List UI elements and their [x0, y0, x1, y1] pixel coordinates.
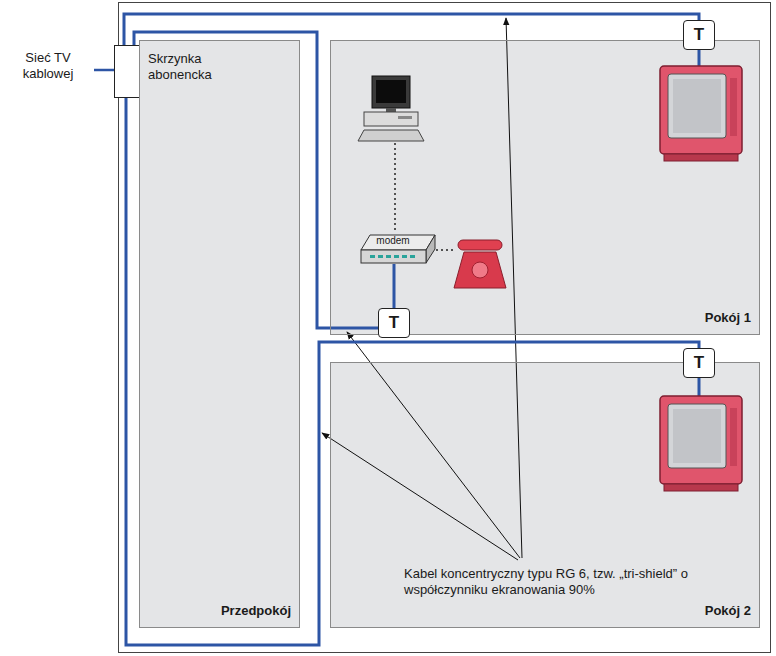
data-link — [394, 143, 396, 232]
building-outline — [119, 3, 771, 653]
subscriber-box: Skrzynka abonencka — [114, 45, 140, 98]
socket-label: T — [694, 25, 704, 45]
leader-line — [506, 18, 522, 558]
tap-socket: T — [683, 20, 715, 50]
modem-led — [378, 255, 383, 258]
network-cable — [94, 69, 114, 72]
device-label: modem — [360, 235, 426, 247]
room-name: Pokój 2 — [705, 603, 751, 619]
computer — [358, 76, 424, 141]
room: Pokój 1 modem — [330, 40, 760, 335]
modem-top — [361, 235, 435, 250]
modem-side — [426, 235, 435, 263]
tap-socket: T — [683, 348, 715, 378]
leader-line — [347, 332, 520, 558]
room-name: Pokój 1 — [705, 310, 751, 326]
room-fill — [330, 40, 760, 335]
room-fill — [139, 40, 300, 628]
modem-front — [361, 250, 426, 263]
tv-cable — [698, 378, 701, 396]
network-label: Sieć TV kablowej — [2, 50, 94, 83]
coax-cable — [393, 264, 396, 308]
socket-label: T — [389, 313, 399, 333]
coax-cable — [126, 98, 699, 645]
room-name: Przedpokój — [221, 603, 291, 619]
leader-line — [322, 433, 518, 560]
television — [660, 396, 742, 491]
modem-led — [386, 255, 391, 258]
socket-label: T — [694, 353, 704, 373]
modem-led — [370, 255, 375, 258]
tap-socket: T — [378, 308, 410, 338]
modem-box: modem — [360, 234, 436, 264]
room-fill — [330, 362, 760, 628]
room: Przedpokój — [139, 40, 300, 628]
coax-cable — [134, 32, 378, 328]
tv-cable — [698, 50, 701, 66]
modem-led — [402, 255, 407, 258]
modem-led — [410, 255, 415, 258]
modem-led — [394, 255, 399, 258]
box-label: Skrzynka abonencka — [148, 51, 230, 82]
cable-note: Kabel koncentryczny typu RG 6, tzw. „tri… — [404, 566, 722, 599]
telephone — [454, 240, 506, 288]
television — [660, 66, 742, 161]
phone-link — [436, 249, 453, 251]
